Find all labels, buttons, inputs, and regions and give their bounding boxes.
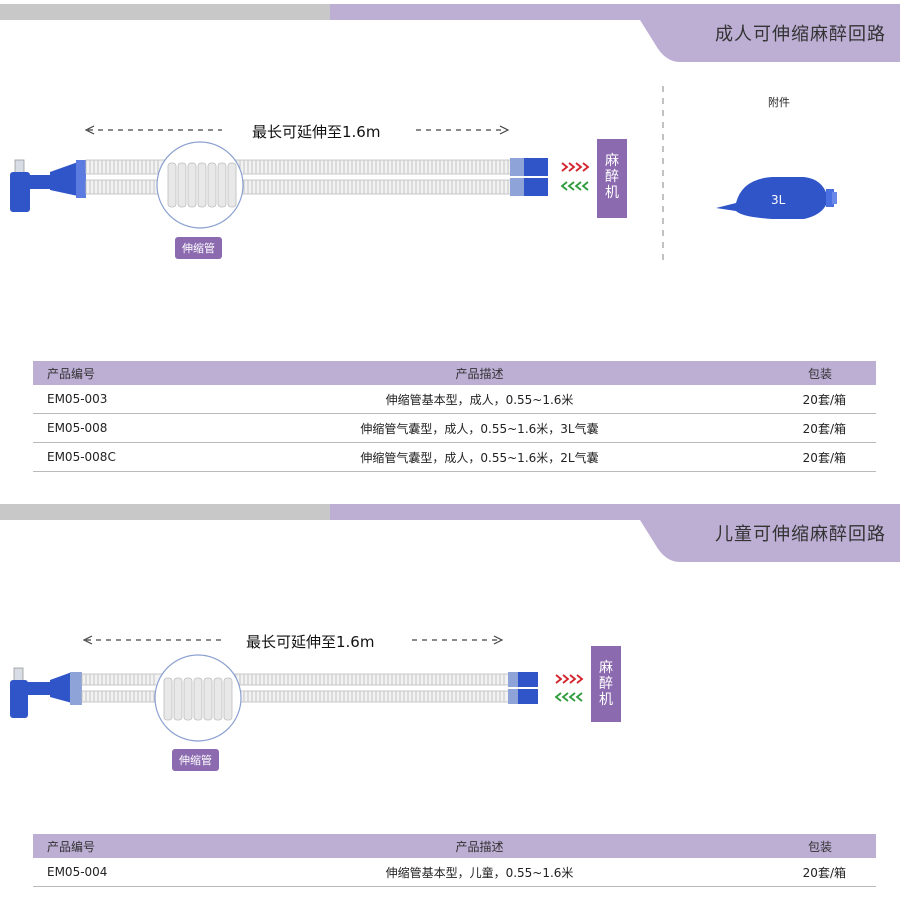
child-extension-arrow-right	[412, 635, 504, 645]
table-row: EM05-008C 伸缩管气囊型，成人，0.55~1.6米，2L气囊 20套/箱	[33, 442, 876, 472]
adult-extension-arrow-left	[84, 125, 222, 135]
adult-section: 成人可伸缩麻醉回路 最长可延伸至1.6m	[0, 0, 900, 472]
packing: 20套/箱	[712, 858, 876, 887]
product-desc: 伸缩管气囊型，成人，0.55~1.6米，2L气囊	[247, 442, 712, 472]
child-flow-arrows-in	[554, 692, 583, 702]
table-row: EM05-003 伸缩管基本型，成人，0.55~1.6米 20套/箱	[33, 385, 876, 414]
child-anesthesia-machine: 麻 醉 机	[591, 646, 621, 722]
header-packing: 包装	[712, 834, 876, 858]
product-desc: 伸缩管基本型，成人，0.55~1.6米	[247, 385, 712, 414]
child-section: 儿童可伸缩麻醉回路 最长可延伸至1.6m	[0, 500, 900, 907]
adult-anesthesia-machine: 麻 醉 机	[597, 139, 627, 218]
adult-circuit-diagram	[10, 86, 664, 260]
header-packing: 包装	[712, 361, 876, 385]
accessory-title: 附件	[768, 96, 790, 109]
child-tube-label: 伸缩管	[172, 749, 219, 771]
packing: 20套/箱	[712, 385, 876, 414]
child-circuit-diagram	[10, 635, 584, 742]
child-elbow-connector	[10, 667, 82, 718]
header-product-code: 产品编号	[33, 361, 247, 385]
product-desc: 伸缩管气囊型，成人，0.55~1.6米，3L气囊	[247, 413, 712, 443]
header-product-desc: 产品描述	[247, 834, 712, 858]
product-code: EM05-008C	[33, 442, 247, 472]
product-code: EM05-003	[33, 385, 247, 414]
child-corrugated-tubes	[81, 672, 538, 704]
adult-corrugated-tubes	[85, 158, 548, 196]
adult-extension-arrow-right	[416, 125, 510, 135]
adult-banner: 成人可伸缩麻醉回路	[0, 0, 900, 62]
child-stretch-label: 最长可延伸至1.6m	[246, 633, 375, 651]
adult-tube-label: 伸缩管	[175, 237, 222, 259]
packing: 20套/箱	[712, 442, 876, 472]
child-banner-shape	[0, 504, 900, 562]
table-row: EM05-004 伸缩管基本型，儿童，0.55~1.6米 20套/箱	[33, 858, 876, 887]
bag-size-label: 3L	[771, 193, 786, 207]
child-product-table: 产品编号 产品描述 包装 EM05-004 伸缩管基本型，儿童，0.55~1.6…	[33, 834, 876, 887]
table-header-row: 产品编号 产品描述 包装	[33, 834, 876, 858]
adult-flow-arrows-in	[560, 181, 589, 191]
child-section-title: 儿童可伸缩麻醉回路	[715, 524, 886, 545]
child-magnifier-circle	[154, 654, 242, 742]
adult-product-table: 产品编号 产品描述 包装 EM05-003 伸缩管基本型，成人，0.55~1.6…	[33, 361, 876, 472]
header-product-desc: 产品描述	[247, 361, 712, 385]
product-code: EM05-008	[33, 413, 247, 443]
adult-magnifier-circle	[156, 141, 244, 229]
child-extension-arrow-left	[82, 635, 222, 645]
adult-stretch-label: 最长可延伸至1.6m	[252, 123, 381, 141]
product-code: EM05-004	[33, 858, 247, 887]
child-banner: 儿童可伸缩麻醉回路	[0, 500, 900, 562]
table-row: EM05-008 伸缩管气囊型，成人，0.55~1.6米，3L气囊 20套/箱	[33, 413, 876, 443]
adult-section-title: 成人可伸缩麻醉回路	[715, 24, 886, 45]
child-flow-arrows-out	[555, 674, 584, 684]
table-header-row: 产品编号 产品描述 包装	[33, 361, 876, 385]
adult-flow-arrows-out	[561, 162, 590, 172]
product-desc: 伸缩管基本型，儿童，0.55~1.6米	[247, 858, 712, 887]
adult-banner-shape	[0, 4, 900, 62]
packing: 20套/箱	[712, 413, 876, 443]
header-product-code: 产品编号	[33, 834, 247, 858]
breathing-bag-icon	[716, 177, 837, 219]
adult-elbow-connector	[10, 159, 86, 212]
